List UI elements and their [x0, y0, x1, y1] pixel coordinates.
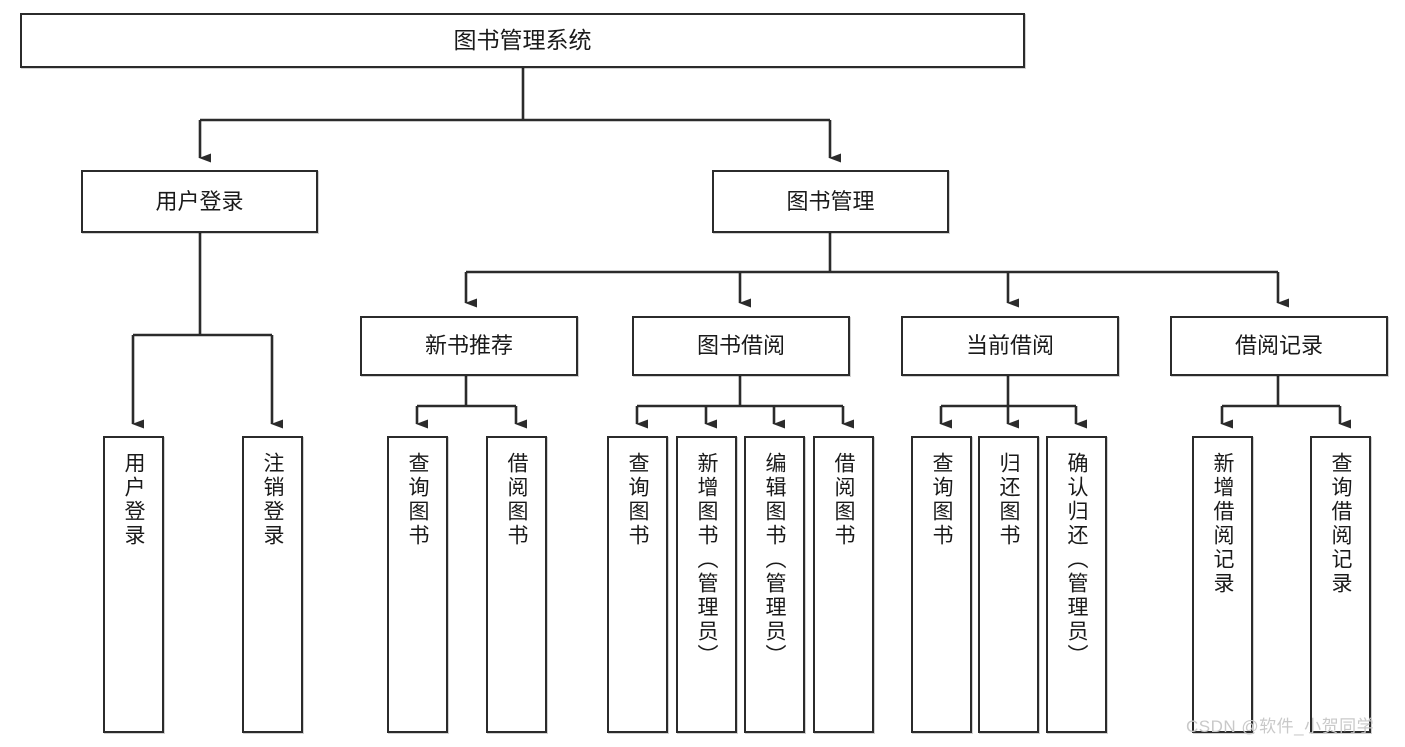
node-book-borrow-label: 图书借阅: [696, 333, 785, 359]
node-current-borrow[interactable]: 当前借阅: [901, 316, 1119, 376]
node-leaf-add-book[interactable]: 新增图书（管理员）: [676, 436, 737, 733]
node-user-login-label: 用户登录: [155, 188, 244, 214]
node-leaf-return-book-label: 归还图书: [997, 452, 1020, 548]
node-leaf-return-book[interactable]: 归还图书: [978, 436, 1039, 733]
node-book-borrow[interactable]: 图书借阅: [632, 316, 850, 376]
node-leaf-query-book-2[interactable]: 查询图书: [607, 436, 668, 733]
node-leaf-query-book-3[interactable]: 查询图书: [911, 436, 972, 733]
node-book-manage[interactable]: 图书管理: [712, 170, 949, 233]
node-borrow-record[interactable]: 借阅记录: [1170, 316, 1388, 376]
node-leaf-add-record[interactable]: 新增借阅记录: [1192, 436, 1253, 733]
node-leaf-user-login[interactable]: 用户登录: [103, 436, 164, 733]
node-book-manage-label: 图书管理: [786, 188, 875, 214]
node-leaf-query-book-3-label: 查询图书: [930, 452, 953, 548]
node-current-borrow-label: 当前借阅: [965, 333, 1054, 359]
node-borrow-record-label: 借阅记录: [1234, 333, 1323, 359]
node-new-book-recommend-label: 新书推荐: [424, 333, 513, 359]
node-leaf-borrow-book-1-label: 借阅图书: [505, 452, 528, 548]
node-leaf-query-book-2-label: 查询图书: [626, 452, 649, 548]
node-leaf-add-record-label: 新增借阅记录: [1211, 452, 1234, 596]
node-leaf-query-book-1[interactable]: 查询图书: [387, 436, 448, 733]
node-new-book-recommend[interactable]: 新书推荐: [360, 316, 578, 376]
node-leaf-borrow-book-1[interactable]: 借阅图书: [486, 436, 547, 733]
csdn-watermark: CSDN @软件_小贺同学: [1186, 717, 1375, 736]
node-leaf-query-record-label: 查询借阅记录: [1329, 452, 1352, 596]
node-leaf-logout-login[interactable]: 注销登录: [242, 436, 303, 733]
node-root[interactable]: 图书管理系统: [20, 13, 1025, 68]
node-leaf-borrow-book-2-label: 借阅图书: [832, 452, 855, 548]
node-leaf-confirm-return-label: 确认归还（管理员）: [1065, 452, 1088, 668]
node-root-label: 图书管理系统: [453, 27, 592, 54]
node-leaf-edit-book-label: 编辑图书（管理员）: [763, 452, 786, 668]
node-leaf-borrow-book-2[interactable]: 借阅图书: [813, 436, 874, 733]
node-leaf-query-record[interactable]: 查询借阅记录: [1310, 436, 1371, 733]
node-leaf-add-book-label: 新增图书（管理员）: [695, 452, 718, 668]
node-user-login[interactable]: 用户登录: [81, 170, 318, 233]
node-leaf-confirm-return[interactable]: 确认归还（管理员）: [1046, 436, 1107, 733]
node-leaf-edit-book[interactable]: 编辑图书（管理员）: [744, 436, 805, 733]
node-leaf-user-login-label: 用户登录: [122, 452, 145, 548]
node-leaf-logout-login-label: 注销登录: [261, 452, 284, 548]
node-leaf-query-book-1-label: 查询图书: [406, 452, 429, 548]
